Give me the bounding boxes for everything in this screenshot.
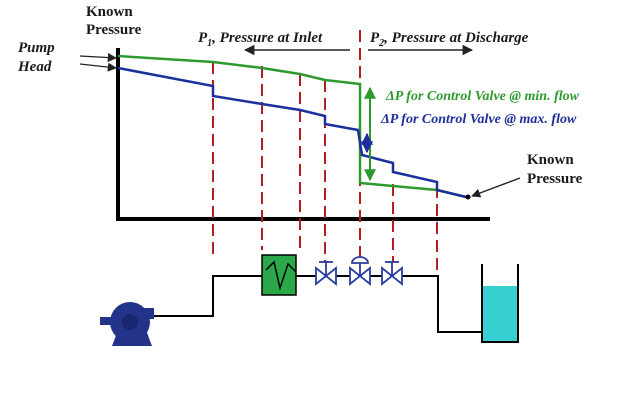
known-pressure-right-pointer [471,177,521,198]
centrifugal-pump-icon [100,302,154,346]
heat-exchanger-icon [261,254,297,296]
dp-min-flow-label: ΔP for Control Valve @ min. flow [385,89,580,104]
known-pressure-right-label: Known [527,152,574,168]
p1-label: P1, Pressure at Inlet [198,30,323,49]
dp-max-flow-label: ΔP for Control Valve @ max. flow [380,112,577,127]
max-flow-pressure-line [117,66,467,199]
control-valve-icon [349,256,371,286]
pump-head-label: Head [17,59,52,75]
labels: Known Pressure Pump Head P1, Pressure at… [17,4,583,187]
p2-label: P2, Pressure at Discharge [370,30,529,49]
process-piping [152,275,262,317]
chart-axes [116,48,490,221]
tank-icon [481,264,519,343]
pump-head-label: Pump [18,40,55,56]
known-pressure-top-label: Known [86,4,133,20]
pump-head-pointer-top [79,53,117,63]
known-pressure-end-point [465,194,471,200]
gate-valve-icon [381,261,403,286]
known-pressure-right-label: Pressure [527,171,583,187]
process-piping [296,275,488,333]
pump-head-pointer-bottom [79,62,117,72]
min-flow-pressure-line [117,54,467,199]
gate-valve-icon [315,261,337,286]
known-pressure-top-label: Pressure [86,22,142,38]
